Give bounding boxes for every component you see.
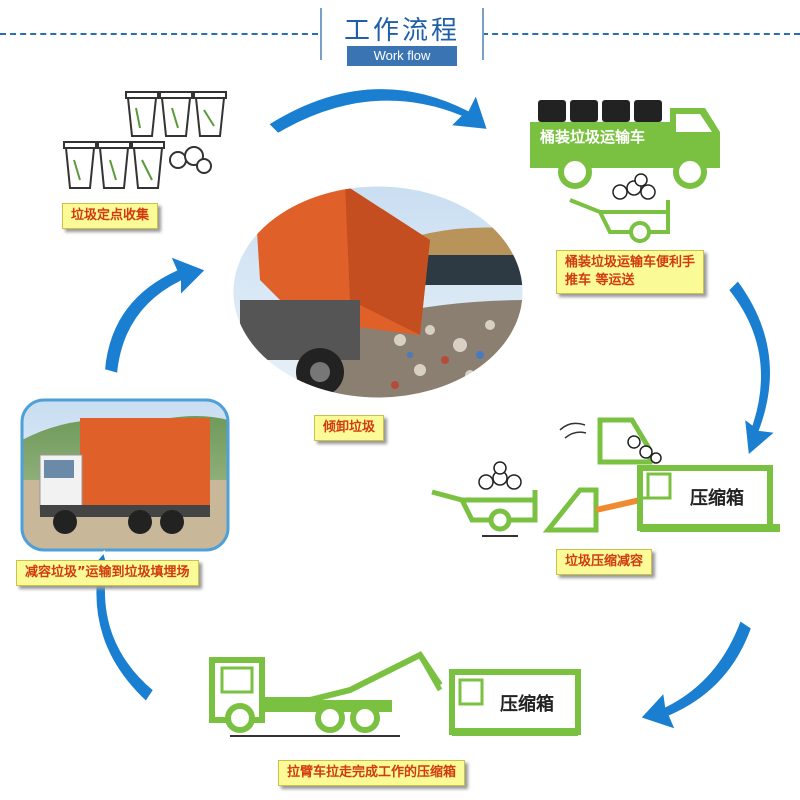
label-transport: 桶装垃圾运输车便利手推车 等运送	[556, 250, 704, 294]
compress-box-label: 压缩箱	[690, 488, 744, 509]
label-compress: 垃圾压缩减容	[556, 549, 653, 575]
header-divider-right	[482, 33, 800, 35]
header-box: 工作流程 Work flow	[320, 8, 484, 66]
truck-side-label: 桶装垃圾运输车	[540, 126, 646, 147]
arm-roll-truck-icon	[209, 651, 581, 737]
label-landfill: 减容垃圾”运输到垃圾填埋场	[16, 560, 199, 586]
compression-station-icon	[431, 417, 780, 537]
label-haul: 拉臂车拉走完成工作的压缩箱	[278, 760, 466, 786]
label-dump: 倾卸垃圾	[314, 415, 385, 441]
hand-cart-icon	[569, 173, 670, 243]
page-subtitle: Work flow	[347, 46, 457, 66]
dumping-photo	[230, 183, 526, 401]
flow-arrows	[77, 87, 779, 732]
haul-box-label: 压缩箱	[500, 694, 554, 715]
label-collect: 垃圾定点收集	[62, 203, 159, 229]
landfill-photo	[20, 398, 230, 552]
page-title: 工作流程	[343, 16, 460, 46]
trash-bins-icon	[63, 91, 227, 189]
header-divider-left	[0, 33, 318, 35]
